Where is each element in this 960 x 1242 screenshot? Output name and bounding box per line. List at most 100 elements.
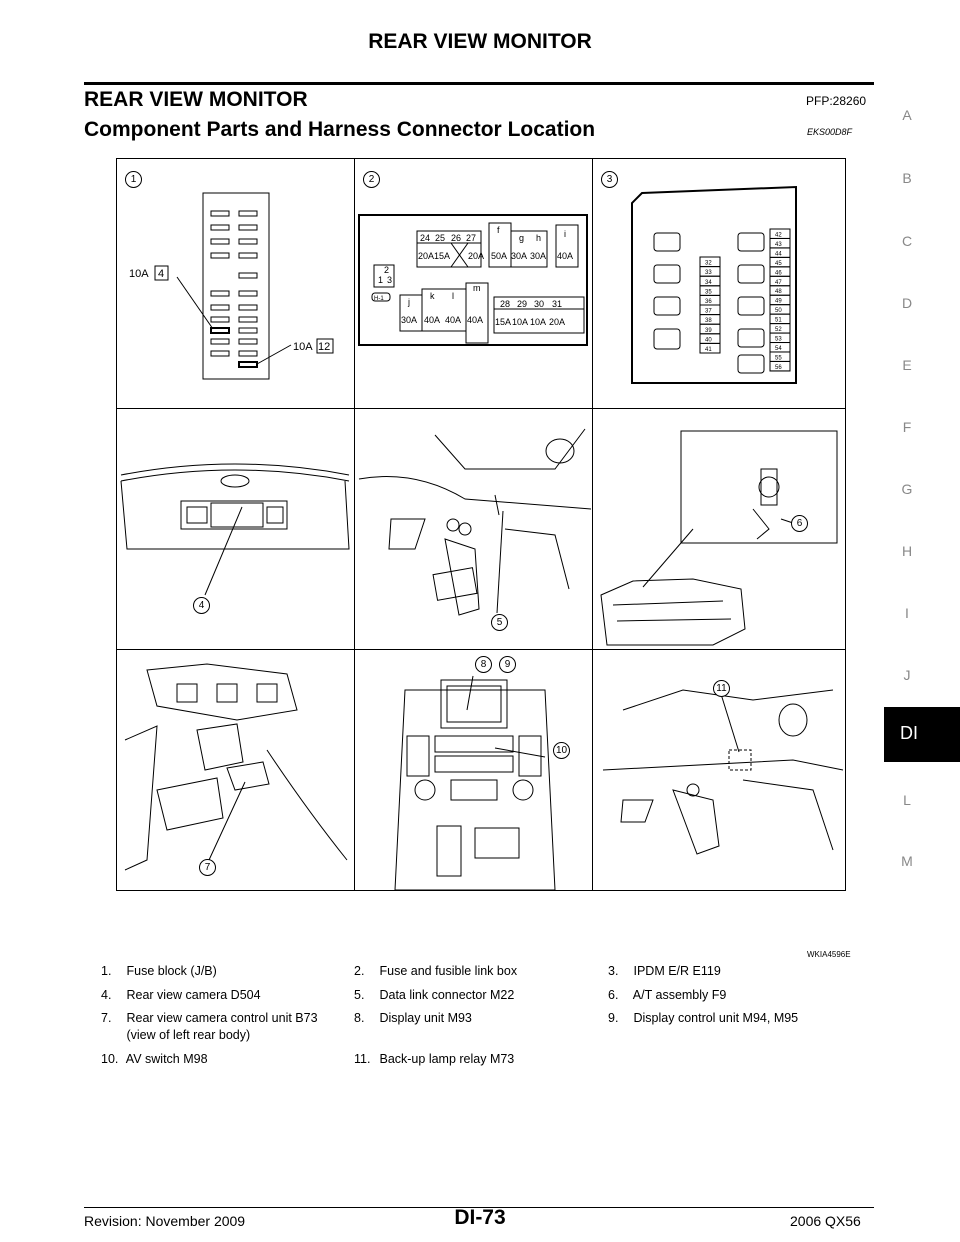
callout-9: 9 bbox=[499, 656, 516, 673]
camera-control-unit-drawing bbox=[124, 663, 348, 871]
legend-item-4: 4. Rear view camera D504 bbox=[101, 988, 261, 1002]
ipdm-cell-number: 52 bbox=[775, 327, 782, 333]
callout-11: 11 bbox=[713, 680, 730, 697]
ipdm-cell-number: 37 bbox=[705, 309, 712, 315]
page-number: DI-73 bbox=[454, 1206, 506, 1229]
panel-number-2: 2 bbox=[363, 171, 380, 188]
svg-text:26: 26 bbox=[451, 233, 461, 243]
panel-number-1: 1 bbox=[125, 171, 142, 188]
ipdm-cell-number: 46 bbox=[775, 270, 782, 276]
at-assembly-drawing bbox=[600, 430, 838, 646]
svg-text:j: j bbox=[407, 297, 410, 307]
fuse-label-left-a: 10A bbox=[129, 268, 149, 280]
ipdm-cell-number: 54 bbox=[775, 346, 782, 352]
ipdm-cell-number: 48 bbox=[775, 289, 782, 295]
legend-item-6: 6. A/T assembly F9 bbox=[608, 988, 727, 1002]
ipdm-cell-number: 44 bbox=[775, 251, 782, 257]
tab-a[interactable]: A bbox=[902, 107, 912, 123]
tab-e[interactable]: E bbox=[902, 357, 912, 373]
tab-c[interactable]: C bbox=[901, 233, 913, 249]
ipdm-cell-number: 56 bbox=[775, 365, 782, 371]
svg-text:l: l bbox=[452, 291, 454, 301]
footer-rule bbox=[84, 1207, 874, 1208]
legend-item-8: 8. Display unit M93 bbox=[354, 1011, 472, 1025]
svg-text:H-1: H-1 bbox=[374, 296, 384, 302]
ipdm-cell-number: 35 bbox=[705, 289, 712, 295]
legend-item-2: 2. Fuse and fusible link box bbox=[354, 964, 518, 978]
tab-l[interactable]: L bbox=[903, 792, 911, 808]
fuse-label-left-b-num: 12 bbox=[318, 341, 330, 353]
ipdm-cell-number: 40 bbox=[705, 337, 712, 343]
page-header-title: REAR VIEW MONITOR bbox=[368, 30, 592, 53]
fuse-block-drawing: 10A 4 10A 12 bbox=[129, 192, 334, 380]
ipdm-cell-number: 45 bbox=[775, 261, 782, 267]
tab-j[interactable]: J bbox=[903, 667, 911, 683]
svg-text:50A: 50A bbox=[491, 251, 507, 261]
callout-5: 5 bbox=[491, 614, 508, 631]
component-location-figure: 1 10A 4 10A 12 2 24 bbox=[116, 158, 846, 891]
ipdm-cell bbox=[699, 342, 721, 354]
panel-number-3: 3 bbox=[601, 171, 618, 188]
section-title: REAR VIEW MONITOR bbox=[84, 88, 308, 111]
tab-g[interactable]: G bbox=[901, 481, 913, 497]
subsection-title: Component Parts and Harness Connector Lo… bbox=[84, 118, 596, 141]
ipdm-cell-number: 55 bbox=[775, 355, 782, 361]
svg-text:25: 25 bbox=[435, 233, 445, 243]
display-unit-drawing bbox=[394, 675, 556, 890]
legend-item-9: 9. Display control unit M94, M95 bbox=[608, 1011, 799, 1025]
svg-text:27: 27 bbox=[466, 233, 476, 243]
tab-d[interactable]: D bbox=[901, 295, 913, 311]
legend-item-7-note: (view of left rear body) bbox=[126, 1028, 251, 1042]
svg-text:g: g bbox=[519, 233, 524, 243]
svg-text:10A: 10A bbox=[530, 317, 546, 327]
svg-text:20A: 20A bbox=[418, 251, 434, 261]
legend-item-1: 1. Fuse block (J/B) bbox=[101, 964, 217, 978]
svg-text:29: 29 bbox=[517, 299, 527, 309]
svg-text:40A: 40A bbox=[557, 251, 573, 261]
ipdm-cell-number: 41 bbox=[705, 347, 712, 353]
footer-revision: Revision: November 2009 bbox=[84, 1213, 246, 1229]
tab-i[interactable]: I bbox=[905, 605, 909, 621]
data-link-connector-drawing bbox=[358, 428, 592, 616]
callout-10: 10 bbox=[553, 742, 570, 759]
legend-item-3: 3. IPDM E/R E119 bbox=[608, 964, 721, 978]
ipdm-cell-number: 47 bbox=[775, 280, 782, 286]
legend-item-7: 7. Rear view camera control unit B73 bbox=[101, 1011, 318, 1025]
callout-7: 7 bbox=[199, 859, 216, 876]
tab-b[interactable]: B bbox=[902, 170, 912, 186]
subsection-code: EKS00D8F bbox=[807, 127, 853, 137]
ipdm-cell-number: 39 bbox=[705, 328, 712, 334]
ipdm-cell-number: 53 bbox=[775, 337, 782, 343]
svg-text:20A: 20A bbox=[468, 251, 484, 261]
svg-text:m: m bbox=[473, 283, 481, 293]
ipdm-cell-number: 38 bbox=[705, 318, 712, 324]
tab-m[interactable]: M bbox=[901, 853, 913, 869]
section-code: PFP:28260 bbox=[806, 94, 867, 108]
tab-di-active[interactable]: DI bbox=[884, 707, 960, 762]
svg-text:10A: 10A bbox=[512, 317, 528, 327]
svg-text:3: 3 bbox=[387, 275, 392, 285]
footer-model: 2006 QX56 bbox=[790, 1213, 861, 1229]
ipdm-cell-number: 43 bbox=[775, 242, 782, 248]
callout-4: 4 bbox=[193, 597, 210, 614]
ipdm-cell-number: 51 bbox=[775, 318, 782, 324]
svg-text:30A: 30A bbox=[401, 315, 417, 325]
fuse-label-left-b: 10A bbox=[293, 341, 313, 353]
callout-8: 8 bbox=[475, 656, 492, 673]
svg-text:k: k bbox=[430, 291, 435, 301]
svg-text:40A: 40A bbox=[424, 315, 440, 325]
svg-text:30: 30 bbox=[534, 299, 544, 309]
svg-text:2: 2 bbox=[384, 265, 389, 275]
ipdm-cell-number: 33 bbox=[705, 270, 712, 276]
svg-text:15A: 15A bbox=[495, 317, 511, 327]
tab-f[interactable]: F bbox=[902, 419, 912, 435]
legend-item-11: 11. Back-up lamp relay M73 bbox=[354, 1052, 515, 1066]
svg-text:i: i bbox=[564, 229, 566, 239]
tab-h[interactable]: H bbox=[901, 543, 913, 559]
header-rule bbox=[84, 82, 874, 85]
ipdm-cell bbox=[769, 360, 791, 372]
svg-text:24: 24 bbox=[420, 233, 430, 243]
